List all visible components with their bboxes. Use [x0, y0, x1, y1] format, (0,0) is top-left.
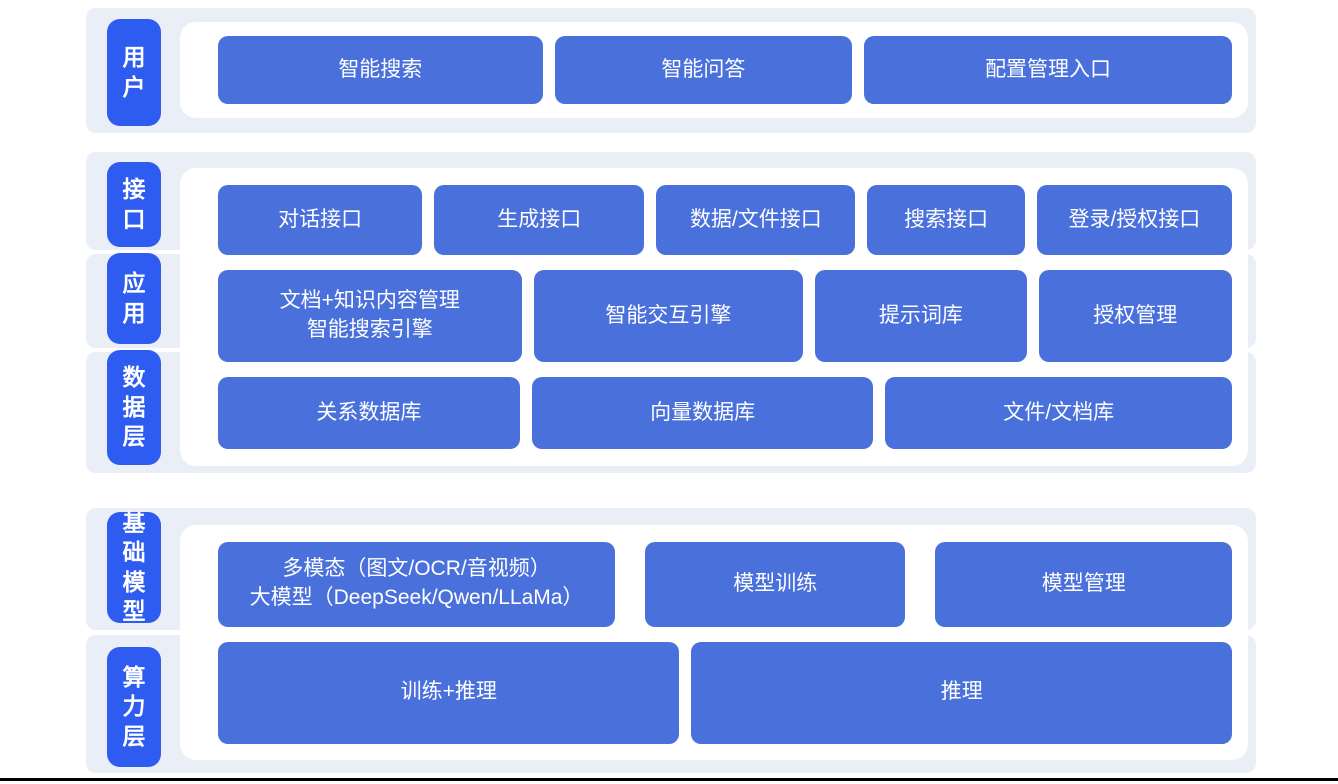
node-line-1: 多模态（图文/OCR/音视频）	[282, 557, 551, 581]
layer-tag-label: 基础模型	[122, 509, 146, 624]
layer-tag-user: 用户	[107, 19, 161, 126]
node-doc-knowledge-engine: 文档+知识内容管理 智能搜索引擎	[218, 270, 522, 362]
node-smart-qa: 智能问答	[554, 36, 853, 104]
node-generation-api: 生成接口	[434, 185, 645, 255]
layer-tag-model: 基础模型	[107, 510, 161, 624]
node-relational-db: 关系数据库	[218, 377, 520, 449]
layer-tag-api: 接口	[107, 162, 161, 247]
panel-bottom: 多模态（图文/OCR/音视频） 大模型（DeepSeek/Qwen/LLaMa）…	[180, 525, 1248, 760]
layer-group-user: 用户 智能搜索 智能问答 配置管理入口	[86, 8, 1256, 133]
panel-middle: 对话接口 生成接口 数据/文件接口 搜索接口 登录/授权接口 文档+知识内容管理…	[180, 168, 1248, 466]
layer-tag-label: 用户	[122, 44, 146, 100]
row-compute: 训练+推理 推理	[218, 641, 1232, 744]
node-dialog-api: 对话接口	[218, 185, 423, 255]
row-user: 智能搜索 智能问答 配置管理入口	[218, 36, 1232, 104]
node-vector-db: 向量数据库	[531, 377, 874, 449]
node-model-management: 模型管理	[935, 541, 1232, 627]
node-model-training: 模型训练	[645, 541, 906, 627]
row-api: 对话接口 生成接口 数据/文件接口 搜索接口 登录/授权接口	[218, 185, 1232, 255]
layer-tag-label: 算力层	[122, 663, 146, 749]
node-data-file-api: 数据/文件接口	[656, 185, 856, 255]
node-login-auth-api: 登录/授权接口	[1036, 185, 1232, 255]
node-auth-management: 授权管理	[1038, 270, 1232, 362]
panel-user: 智能搜索 智能问答 配置管理入口	[180, 22, 1248, 118]
layer-tag-compute: 算力层	[107, 647, 161, 767]
layer-tag-label: 数据层	[122, 364, 146, 450]
node-search-api: 搜索接口	[867, 185, 1025, 255]
layer-group-middle: 接口 应用 数据层 对话接口 生成接口 数据/文件接口 搜索接口 登录/授权接口…	[86, 152, 1256, 473]
node-file-doc-store: 文件/文档库	[885, 377, 1232, 449]
layer-tag-data: 数据层	[107, 350, 161, 465]
node-line-2: 智能搜索引擎	[306, 318, 433, 341]
row-model: 多模态（图文/OCR/音视频） 大模型（DeepSeek/Qwen/LLaMa）…	[218, 541, 1232, 627]
node-line-1: 文档+知识内容管理	[279, 289, 460, 313]
node-prompt-library: 提示词库	[815, 270, 1027, 362]
layer-tag-label: 接口	[122, 176, 146, 232]
node-line-2: 大模型（DeepSeek/Qwen/LLaMa）	[249, 586, 584, 609]
layer-group-bottom: 基础模型 算力层 多模态（图文/OCR/音视频） 大模型（DeepSeek/Qw…	[86, 508, 1256, 773]
layer-tag-label: 应用	[122, 270, 146, 326]
bottom-divider-line	[0, 778, 1338, 781]
node-multimodal-llm: 多模态（图文/OCR/音视频） 大模型（DeepSeek/Qwen/LLaMa）	[218, 541, 616, 627]
node-config-entry: 配置管理入口	[864, 36, 1232, 104]
node-smart-search: 智能搜索	[218, 36, 543, 104]
node-inference: 推理	[691, 641, 1232, 744]
node-interaction-engine: 智能交互引擎	[533, 270, 804, 362]
row-app: 文档+知识内容管理 智能搜索引擎 智能交互引擎 提示词库 授权管理	[218, 270, 1232, 362]
row-data: 关系数据库 向量数据库 文件/文档库	[218, 377, 1232, 449]
layer-tag-app: 应用	[107, 253, 161, 344]
node-train-inference: 训练+推理	[218, 641, 680, 744]
